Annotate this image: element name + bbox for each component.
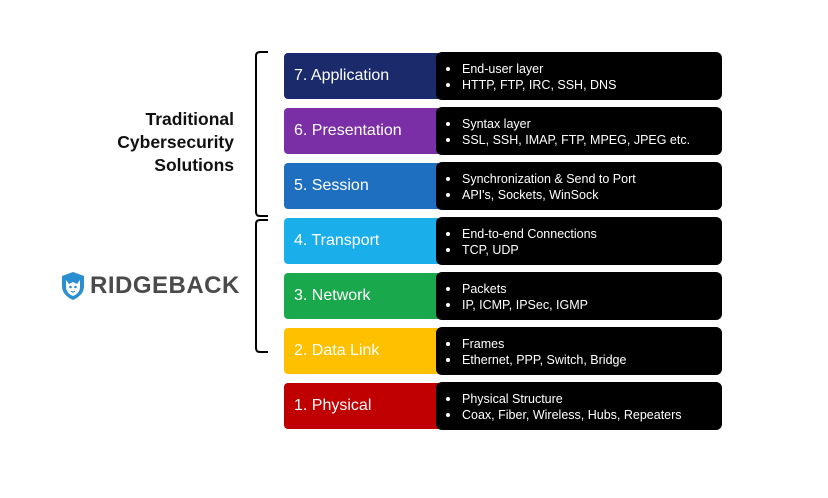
bullet-text: Physical Structure (462, 392, 563, 406)
layer-name-box: 6. Presentation (284, 108, 454, 154)
bullet-dot-icon (446, 138, 450, 142)
bullet-dot-icon (446, 122, 450, 126)
bullet-text: End-to-end Connections (462, 227, 597, 241)
description-bullet: TCP, UDP (446, 242, 722, 258)
bullet-text: Coax, Fiber, Wireless, Hubs, Repeaters (462, 408, 682, 422)
layer-name-box: 1. Physical (284, 383, 454, 429)
bullet-dot-icon (446, 83, 450, 87)
layer-name-box: 5. Session (284, 163, 454, 209)
layer-name-box: 2. Data Link (284, 328, 454, 374)
description-bullet: Syntax layer (446, 116, 722, 132)
bullet-text: IP, ICMP, IPSec, IGMP (462, 298, 588, 312)
bullet-text: Frames (462, 337, 505, 351)
description-bullet: API's, Sockets, WinSock (446, 187, 722, 203)
description-bullet: Ethernet, PPP, Switch, Bridge (446, 352, 722, 368)
layer-name-box: 7. Application (284, 53, 454, 99)
bullet-text: TCP, UDP (462, 243, 519, 257)
bullet-text: Packets (462, 282, 507, 296)
bullet-text: API's, Sockets, WinSock (462, 188, 599, 202)
bullet-text: End-user layer (462, 62, 544, 76)
bullet-dot-icon (446, 232, 450, 236)
layer-name-box: 3. Network (284, 273, 454, 319)
bullet-dot-icon (446, 397, 450, 401)
description-bullet: HTTP, FTP, IRC, SSH, DNS (446, 77, 722, 93)
description-bullet: End-to-end Connections (446, 226, 722, 242)
bullet-dot-icon (446, 342, 450, 346)
bullet-dot-icon (446, 303, 450, 307)
traditional-bracket (255, 51, 268, 217)
description-bullet: End-user layer (446, 61, 722, 77)
description-bullet: IP, ICMP, IPSec, IGMP (446, 297, 722, 313)
layer-name-box: 4. Transport (284, 218, 454, 264)
label-line: Cybersecurity (117, 132, 234, 152)
traditional-cybersecurity-label: Traditional Cybersecurity Solutions (60, 108, 234, 177)
description-bullet: Packets (446, 281, 722, 297)
description-bullet: Coax, Fiber, Wireless, Hubs, Repeaters (446, 407, 722, 423)
bullet-text: Ethernet, PPP, Switch, Bridge (462, 353, 627, 367)
bullet-dot-icon (446, 67, 450, 71)
label-line: Solutions (154, 155, 234, 175)
bullet-text: Syntax layer (462, 117, 531, 131)
ridgeback-bracket (255, 219, 268, 353)
logo-text: RIDGEBACK (90, 272, 240, 299)
description-bullet: Frames (446, 336, 722, 352)
bullet-text: SSL, SSH, IMAP, FTP, MPEG, JPEG etc. (462, 133, 691, 147)
bullet-dot-icon (446, 177, 450, 181)
dog-shield-icon (62, 272, 84, 300)
bullet-text: HTTP, FTP, IRC, SSH, DNS (462, 78, 617, 92)
description-bullet: Physical Structure (446, 391, 722, 407)
bullet-dot-icon (446, 287, 450, 291)
bullet-dot-icon (446, 413, 450, 417)
label-line: Traditional (145, 109, 234, 129)
ridgeback-logo: RIDGEBACK (60, 270, 240, 302)
bullet-dot-icon (446, 248, 450, 252)
bullet-text: Synchronization & Send to Port (462, 172, 636, 186)
description-bullet: SSL, SSH, IMAP, FTP, MPEG, JPEG etc. (446, 132, 722, 148)
description-bullet: Synchronization & Send to Port (446, 171, 722, 187)
bullet-dot-icon (446, 358, 450, 362)
bullet-dot-icon (446, 193, 450, 197)
